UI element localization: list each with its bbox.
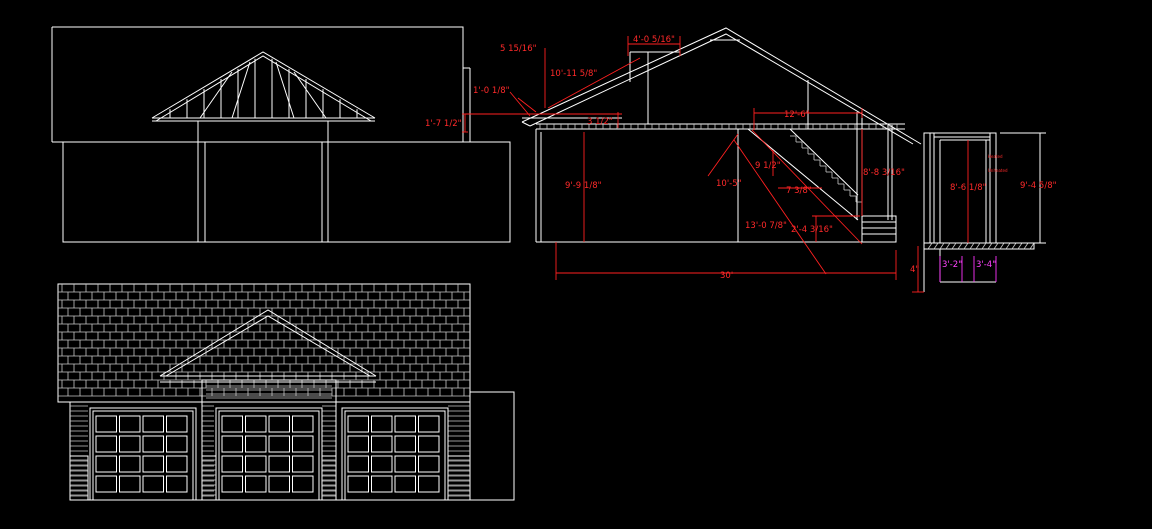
dim-8-6-1-8: 8'-6 1/8" [950, 183, 987, 193]
dim-3-2: 3'-2" [942, 260, 962, 270]
section-dimensions: 5 15/16" 4'-0 5/16" 10'-11 5/8" 1'-0 1/8… [425, 35, 905, 281]
dim-12-6: 12'-6" [784, 110, 810, 120]
wall-section-detail: 8'-6 1/8" Heated Unheated 9'-4 5/8" 4" 3… [910, 132, 1057, 293]
dim-9-9-1-8: 9'-9 1/8" [565, 181, 602, 191]
note-heated: Heated [988, 154, 1003, 159]
front-elevation [57, 283, 515, 501]
dim-3-4: 3'-4" [976, 260, 996, 270]
dim-9-4-5-8: 9'-4 5/8" [1020, 181, 1057, 191]
dim-3-1-2: 3 1/2" [587, 117, 613, 127]
dim-4: 4" [910, 265, 919, 275]
dim-10-11-5-8: 10'-11 5/8" [550, 69, 597, 79]
dim-7-3-8: 7 3/8" [786, 186, 812, 196]
dim-1-7-1-2: 1'-7 1/2" [425, 119, 462, 129]
framing-elevation [51, 26, 511, 243]
note-unheated: Unheated [988, 168, 1008, 173]
dim-5-15-16: 5 15/16" [500, 44, 537, 54]
dim-8-8-3-16: 8'-8 3/16" [863, 168, 905, 178]
dim-10-5: 10'-5" [716, 179, 742, 189]
dim-1-0-1-8: 1'-0 1/8" [473, 86, 510, 96]
dim-9-1-2: 9 1/2" [755, 161, 781, 171]
dim-30: 30' [720, 271, 733, 281]
dim-2-4-3-16: 2'-4 3/16" [791, 225, 833, 235]
dim-13-0-7-8: 13'-0 7/8" [745, 221, 787, 231]
building-section [521, 27, 922, 243]
dim-4-0-5-16: 4'-0 5/16" [633, 35, 675, 45]
